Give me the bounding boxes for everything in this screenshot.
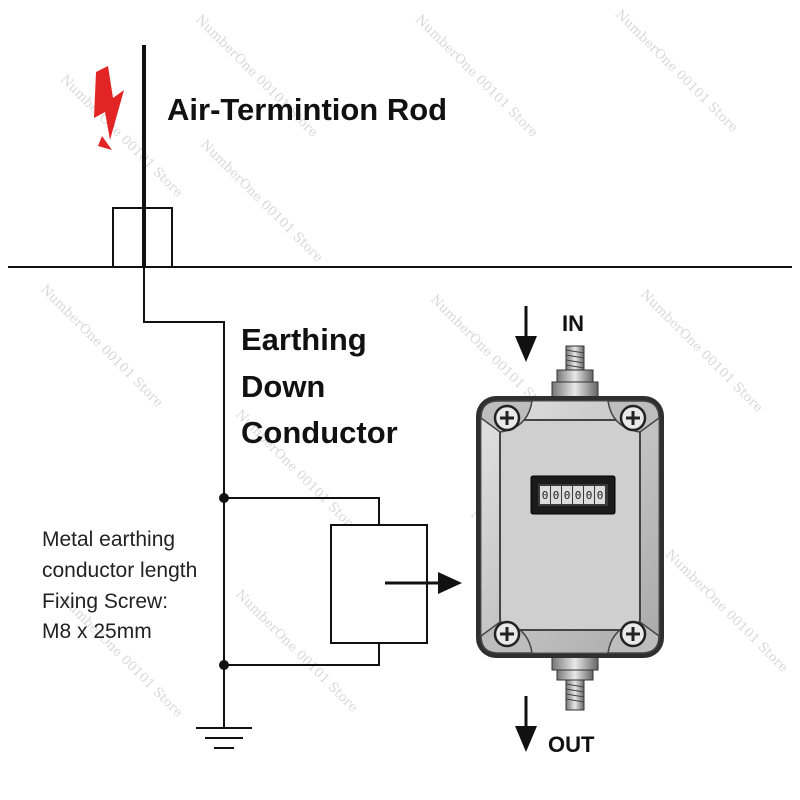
rod-label: Air-Termintion Rod [167,92,447,127]
ground-symbol-icon [196,727,252,749]
in-label: IN [562,311,584,336]
lightning-bolt-icon [94,66,124,150]
watermark-text: NumberOne 00101 Store [612,7,741,136]
counter-display: 0 0 0 0 0 0 [530,475,616,515]
watermark-text: NumberOne 00101 Store [197,137,326,266]
spec-text-line1: Metal earthing [42,528,175,551]
counter-digit: 0 [542,489,549,502]
counter-digit: 0 [586,489,593,502]
screw-icon [493,620,521,648]
counter-digit: 0 [575,489,582,502]
screw-icon [493,404,521,432]
down-conductor-wire [143,267,225,728]
arrow-down-icon [515,306,537,362]
counter-loop-upper [224,497,380,525]
arrow-right-icon [385,572,462,594]
counter-loop-lower [224,643,380,666]
spec-text-line2: conductor length [42,559,197,582]
spec-text-line3: Fixing Screw: [42,590,168,613]
screw-icon [619,404,647,432]
arrow-down-icon [515,696,537,752]
top-terminal-stud [551,345,599,399]
down-conductor-label-line2: Down [241,369,325,404]
down-conductor-label-line3: Conductor [241,415,398,450]
counter-digit: 0 [553,489,560,502]
watermark-text: NumberOne 00101 Store [637,287,766,416]
out-label: OUT [548,732,595,757]
lightning-counter-device [476,396,664,658]
screw-icon [619,620,647,648]
watermark-text: NumberOne 00101 Store [37,282,166,411]
counter-digit: 0 [597,489,604,502]
counter-digit: 0 [564,489,571,502]
bottom-terminal-stud [551,655,599,711]
down-conductor-label-line1: Earthing [241,322,367,357]
watermark-text: NumberOne 00101 Store [662,547,791,676]
spec-text-line4: M8 x 25mm [42,620,152,643]
counter-digit-cells [540,486,605,504]
